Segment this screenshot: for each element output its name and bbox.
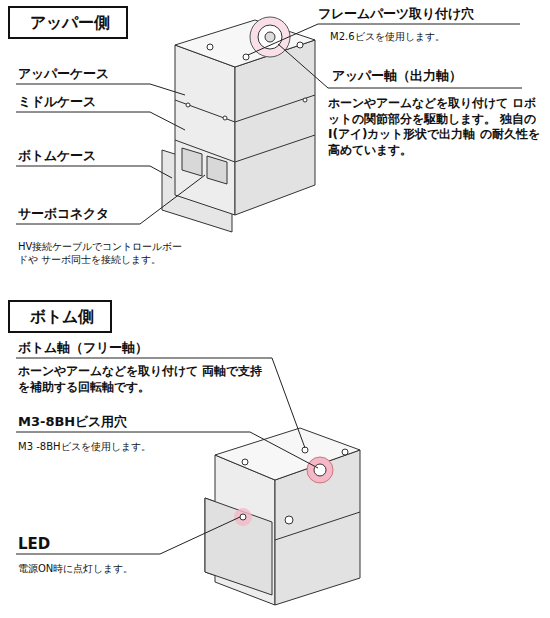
part-name: ミドルケース — [18, 94, 96, 111]
callout-note: HV接続ケーブルでコントロールボードや サーボ同士を接続します。 — [18, 240, 188, 266]
callout-body: ホーンやアームなどを取り付けて 両軸で支持を補助する回転軸です。 — [18, 364, 263, 395]
section-header-box: アッパー側 — [8, 6, 128, 39]
section-header: ボトム側 — [30, 307, 110, 328]
part-name: LED — [18, 535, 50, 555]
callout-note: M2.6ビスを使用します。 — [330, 30, 445, 43]
part-name: ボトムケース — [18, 148, 96, 165]
callout-title: M3-8BHビス用穴 — [18, 414, 127, 431]
section-header-box: ボトム側 — [8, 300, 112, 333]
callout-title: アッパー軸（出力軸） — [332, 68, 462, 85]
callout-note: 電源ON時に点灯します。 — [18, 562, 133, 575]
callout-title: ボトム軸（フリー軸） — [18, 340, 148, 357]
callout-note: M3 -8BHビスを使用します。 — [18, 440, 151, 453]
callout-body: ホーンやアームなどを取り付けて ロボットの関節部分を駆動します。 独自のI(アイ… — [328, 96, 543, 158]
part-name: サーボコネクタ — [18, 206, 109, 223]
part-name: アッパーケース — [18, 66, 109, 83]
section-header: アッパー側 — [30, 13, 126, 34]
callout-title: フレームパーツ取り付け穴 — [318, 6, 474, 23]
